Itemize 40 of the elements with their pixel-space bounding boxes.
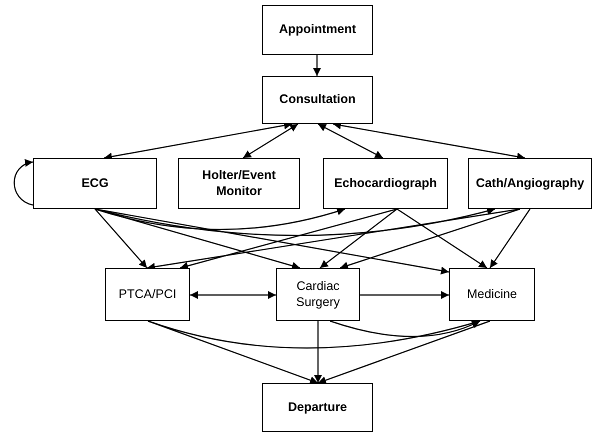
arrow: [320, 208, 398, 268]
node-label: PTCA/PCI: [118, 286, 176, 302]
process-box: [178, 158, 300, 209]
node-label: Echocardiograph: [334, 176, 437, 192]
arrow: [313, 55, 321, 76]
process-box: [276, 268, 360, 321]
arrow: [148, 320, 318, 384]
node-label: Medicine: [466, 286, 518, 302]
arrow: [340, 208, 520, 270]
node-label: Appointment: [278, 22, 356, 38]
arrow: [104, 122, 292, 160]
process-box: [105, 268, 190, 321]
process-box: [262, 76, 373, 124]
arrow: [146, 208, 520, 271]
arrow: [94, 208, 450, 275]
arrow: [360, 291, 449, 299]
arrow: [242, 124, 298, 158]
arrow: [318, 320, 490, 384]
arrow: [330, 320, 480, 338]
arrow: [318, 123, 384, 159]
arrow: [180, 208, 398, 270]
arrow: [490, 208, 530, 268]
process-box: [323, 158, 448, 209]
arrow: [94, 208, 300, 270]
node-label: Cardiac Surgery: [295, 278, 341, 310]
node-label: Consultation: [279, 92, 356, 108]
arrow: [94, 208, 148, 268]
arrow: [14, 160, 34, 206]
arrow: [190, 291, 276, 299]
arrow: [396, 208, 488, 268]
node-label: Holter/Event Monitor: [201, 168, 277, 200]
arrow: [314, 321, 322, 383]
process-box: [468, 158, 592, 209]
process-box: [33, 158, 157, 209]
process-box: [262, 383, 373, 432]
node-label: ECG: [81, 176, 109, 192]
node-label: Departure: [288, 400, 348, 416]
process-box: [262, 5, 373, 55]
node-label: Cath/Angiography: [476, 176, 584, 192]
process-box: [449, 268, 535, 321]
